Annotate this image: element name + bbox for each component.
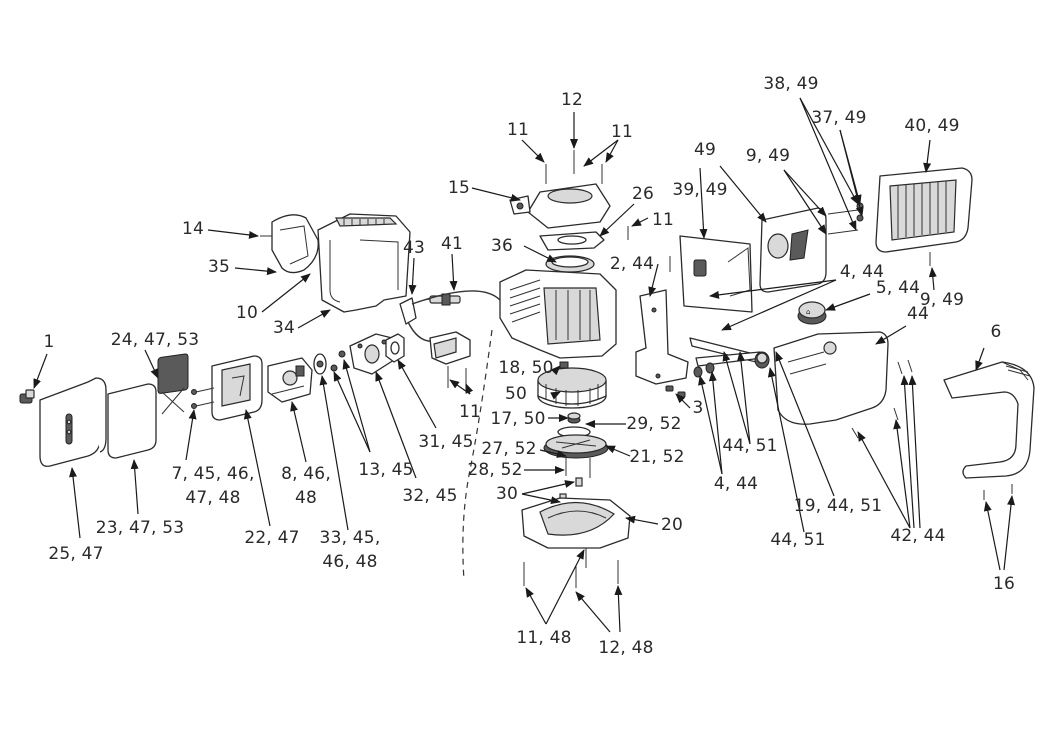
knob-clip (19, 389, 35, 404)
cylinder-head (509, 183, 611, 229)
callout-37: 37, 49 (811, 108, 867, 128)
callout-30: 30 (495, 484, 519, 504)
callout-43: 43 (402, 238, 426, 258)
screws-7 (191, 387, 215, 409)
callout-1: 1 (43, 332, 55, 352)
carburetor (267, 357, 313, 403)
bracket-2 (635, 289, 689, 385)
callout-38: 38, 49 (763, 74, 819, 94)
callout-28: 28, 52 (467, 460, 523, 480)
muffler (759, 207, 827, 293)
callout-27: 27, 52 (481, 439, 537, 459)
cover-plate (271, 214, 319, 274)
housing-bolts (523, 548, 619, 588)
callout-9-49-upper: 9, 49 (745, 146, 791, 166)
muffler-gasket-plate (679, 235, 753, 313)
callout-11-right: 11 (610, 122, 634, 142)
spacer-36 (545, 255, 595, 273)
callout-44-51-right: 44, 51 (770, 530, 826, 550)
callout-33: 33, 45, (319, 528, 381, 548)
callout-34: 34 (272, 318, 296, 338)
callout-11-bracket: 11 (651, 210, 675, 230)
grommet-44 (754, 351, 770, 369)
callout-42: 42, 44 (890, 526, 946, 546)
callout-40: 40, 49 (904, 116, 960, 136)
callout-14: 14 (181, 219, 205, 239)
callout-25: 25, 47 (48, 544, 104, 564)
callout-19: 19, 44, 51 (793, 496, 883, 516)
heat-shield (875, 167, 973, 253)
callout-11-module: 11 (458, 402, 482, 422)
callout-4-44-upper: 4, 44 (839, 262, 885, 282)
callout-32: 32, 45 (402, 486, 458, 506)
screws-13 (330, 350, 346, 372)
bushings-3 (665, 385, 686, 398)
callout-10: 10 (235, 303, 259, 323)
callout-16: 16 (992, 574, 1016, 594)
callout-8: 8, 46, (281, 464, 331, 484)
engine-cover (317, 213, 411, 313)
callout-17: 17, 50 (490, 409, 546, 429)
callout-33-line2: 46, 48 (322, 552, 378, 572)
callout-22: 22, 47 (244, 528, 300, 548)
callout-8-line2: 48 (294, 488, 318, 508)
callout-5: 5, 44 (875, 278, 921, 298)
callout-49: 49 (693, 140, 717, 160)
callout-44-51-left: 44, 51 (722, 436, 778, 456)
callout-6: 6 (990, 322, 1002, 342)
callout-26: 26 (631, 184, 655, 204)
callout-41: 41 (440, 234, 464, 254)
air-box (211, 355, 263, 421)
callout-12: 12 (560, 90, 584, 110)
callout-11-48: 11, 48 (516, 628, 572, 648)
callout-36: 36 (490, 236, 514, 256)
gasket-31 (385, 333, 405, 363)
callout-35: 35 (207, 257, 231, 277)
filter-screen (157, 353, 189, 415)
leader-lines (33, 97, 1016, 633)
callout-13: 13, 45 (358, 460, 414, 480)
callout-18: 18, 50 (498, 358, 554, 378)
callout-21: 21, 52 (629, 447, 685, 467)
key-18 (559, 361, 569, 369)
callout-15: 15 (447, 178, 471, 198)
svg-text:⌂: ⌂ (806, 308, 810, 316)
engine-shroud (943, 361, 1035, 479)
callout-50: 50 (504, 384, 528, 404)
air-filter-cover (39, 377, 107, 467)
callout-39: 39, 49 (672, 180, 728, 200)
fuel-line (462, 329, 493, 581)
ignition-module (429, 331, 471, 365)
callout-31: 31, 45 (418, 432, 474, 452)
callout-11-left: 11 (506, 120, 530, 140)
screws-11-module (447, 366, 467, 392)
fuel-cap: ⌂ (797, 301, 827, 325)
muffler-bolts (827, 202, 864, 235)
callout-29: 29, 52 (626, 414, 682, 434)
head-gasket (539, 231, 605, 251)
gasket-33 (313, 353, 327, 375)
callout-9-49-lower: 9, 49 (919, 290, 965, 310)
fuel-tank (773, 331, 889, 425)
insulator (349, 333, 395, 375)
nut-17 (567, 412, 581, 424)
air-filter-element (107, 383, 157, 459)
callout-7-line2: 47, 48 (185, 488, 241, 508)
callout-2: 2, 44 (609, 254, 655, 274)
clutch-housing (521, 497, 631, 549)
callout-12-48: 12, 48 (598, 638, 654, 658)
head-bolts (545, 150, 671, 272)
callout-20: 20 (660, 515, 684, 535)
callout-44-tank: 44 (906, 304, 930, 324)
callout-7: 7, 45, 46, (171, 464, 255, 484)
engine-block (499, 269, 617, 359)
tank-screws (851, 359, 913, 439)
callout-24: 24, 47, 53 (110, 330, 200, 350)
bolts-16 (983, 484, 1013, 500)
callout-23: 23, 47, 53 (95, 518, 185, 538)
callout-3: 3 (692, 398, 704, 418)
callout-4-44-lower: 4, 44 (713, 474, 759, 494)
clutch-bolts (565, 456, 591, 478)
